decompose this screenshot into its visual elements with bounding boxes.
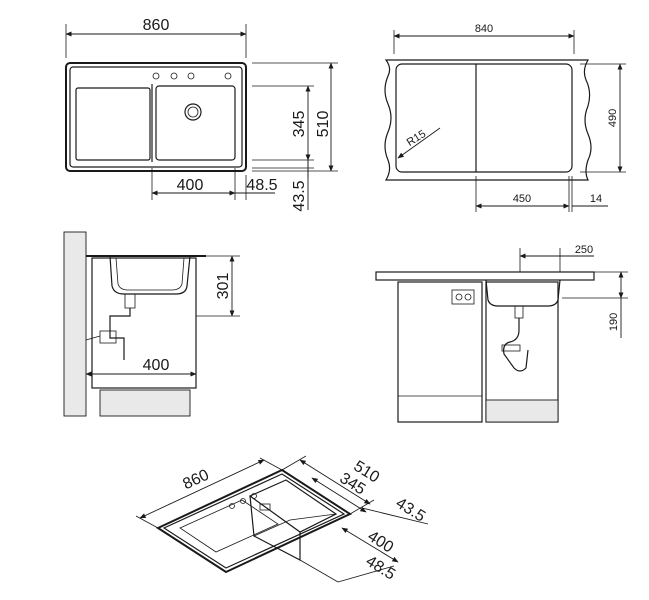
dim-r15: R15 <box>405 128 428 149</box>
front-view: 250 190 <box>375 244 628 423</box>
dim-840: 840 <box>475 23 493 35</box>
dim-400-top: 400 <box>177 177 204 194</box>
dim-14: 14 <box>590 193 602 205</box>
dim-48-5-top: 48.5 <box>246 177 277 194</box>
dim-43-5-iso: 43.5 <box>393 495 429 526</box>
top-view: 860 510 345 43.5 40 <box>65 17 338 212</box>
dim-250: 250 <box>575 244 593 256</box>
dim-43-5-top: 43.5 <box>291 180 308 211</box>
isometric-view: 860 510 345 43.5 400 48.5 <box>135 455 429 584</box>
dim-400-side: 400 <box>143 357 170 374</box>
dim-490: 490 <box>607 109 619 127</box>
dim-190: 190 <box>608 313 620 331</box>
dim-510-top: 510 <box>315 111 332 138</box>
dim-450: 450 <box>513 193 531 205</box>
dim-400-iso: 400 <box>365 528 397 557</box>
dim-48-5-iso: 48.5 <box>363 553 399 584</box>
dim-860-iso: 860 <box>180 467 211 494</box>
cutout-view: 840 R15 490 450 14 <box>384 23 626 212</box>
dim-345-top: 345 <box>291 111 308 138</box>
dim-301: 301 <box>215 273 232 300</box>
dim-860-top: 860 <box>143 17 170 34</box>
side-view: 301 400 <box>63 231 240 417</box>
